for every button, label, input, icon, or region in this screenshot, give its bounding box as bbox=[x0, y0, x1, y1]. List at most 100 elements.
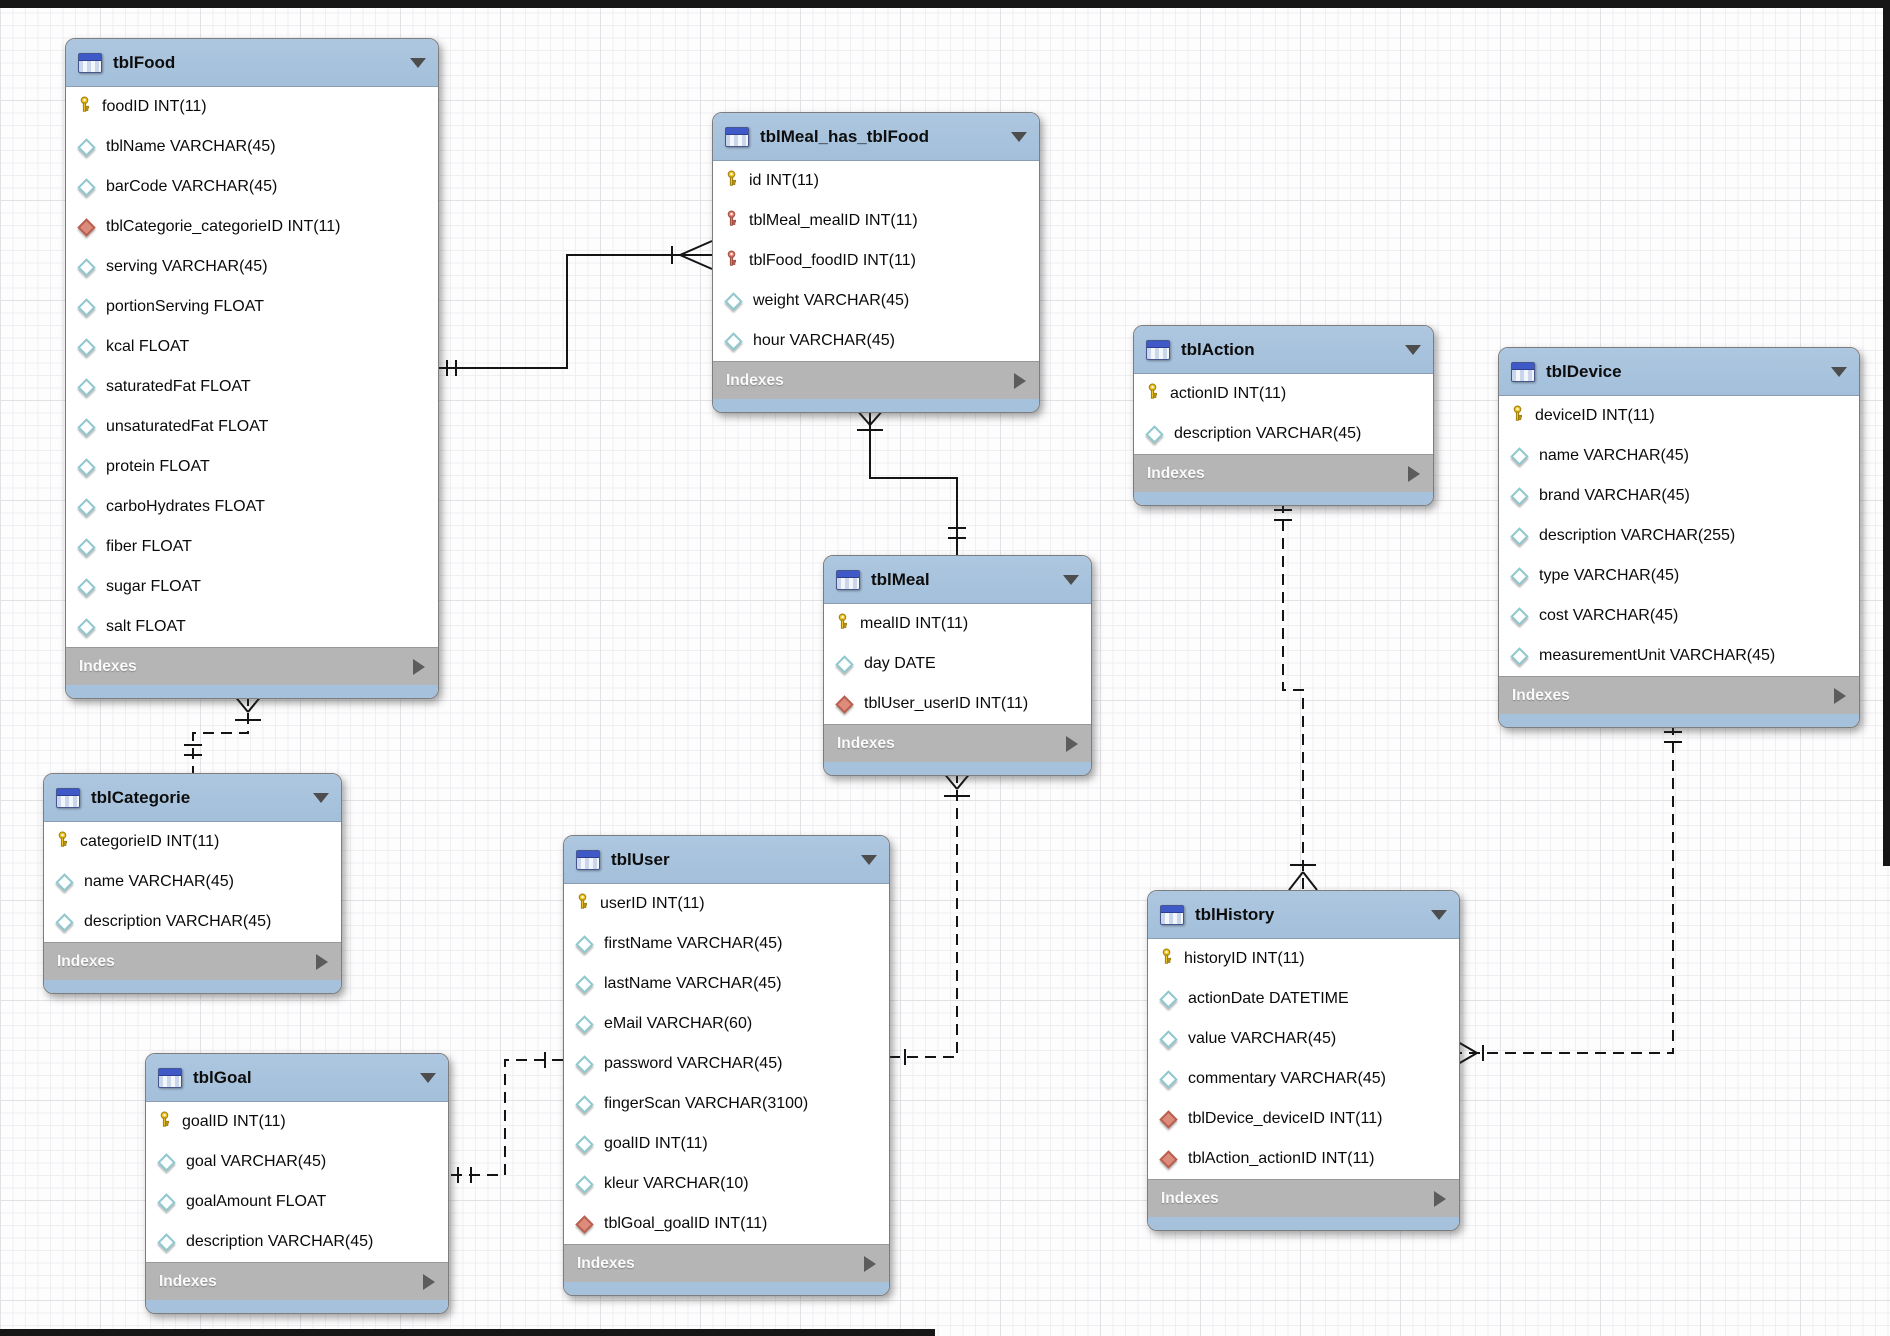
relationship-tblFood-tblMeal_has_tblFood[interactable] bbox=[437, 240, 713, 376]
table-tblFood[interactable]: tblFood foodID INT(11)tblName VARCHAR(45… bbox=[65, 38, 439, 699]
expand-right-icon[interactable] bbox=[864, 1255, 876, 1272]
table-title: tblDevice bbox=[1546, 361, 1622, 381]
table-header[interactable]: tblHistory bbox=[1148, 891, 1459, 939]
table-header[interactable]: tblMeal_has_tblFood bbox=[713, 113, 1039, 161]
field-row: historyID INT(11) bbox=[1148, 939, 1459, 979]
screen-edge-top bbox=[0, 0, 1890, 8]
indexes-bar[interactable]: Indexes bbox=[713, 361, 1039, 399]
indexes-bar[interactable]: Indexes bbox=[564, 1244, 889, 1282]
field-text: description VARCHAR(45) bbox=[1174, 425, 1362, 442]
table-footer-strip bbox=[824, 762, 1091, 775]
indexes-label: Indexes bbox=[577, 1254, 635, 1272]
table-tblGoal[interactable]: tblGoal goalID INT(11)goal VARCHAR(45)go… bbox=[145, 1053, 449, 1314]
table-tblAction[interactable]: tblAction actionID INT(11)description VA… bbox=[1133, 325, 1434, 506]
indexes-bar[interactable]: Indexes bbox=[66, 647, 438, 685]
relationship-tblCategorie-tblFood[interactable] bbox=[184, 694, 263, 773]
foreign-key-diamond-icon bbox=[1159, 1149, 1178, 1169]
field-row: firstName VARCHAR(45) bbox=[564, 924, 889, 964]
relationship-tblUser-tblMeal[interactable] bbox=[888, 771, 972, 1065]
attribute-diamond-icon bbox=[77, 337, 96, 357]
indexes-bar[interactable]: Indexes bbox=[1499, 676, 1859, 714]
field-text: protein FLOAT bbox=[106, 458, 210, 475]
table-tblDevice[interactable]: tblDevice deviceID INT(11)name VARCHAR(4… bbox=[1498, 347, 1860, 728]
field-text: goalAmount FLOAT bbox=[186, 1193, 327, 1210]
relationship-tblDevice-tblHistory[interactable] bbox=[1457, 724, 1682, 1065]
expand-right-icon[interactable] bbox=[1066, 735, 1078, 752]
attribute-diamond-icon bbox=[575, 1014, 594, 1034]
expand-right-icon[interactable] bbox=[413, 658, 425, 675]
field-row: deviceID INT(11) bbox=[1499, 396, 1859, 436]
field-text: actionDate DATETIME bbox=[1188, 990, 1349, 1007]
expand-right-icon[interactable] bbox=[1434, 1190, 1446, 1207]
indexes-bar[interactable]: Indexes bbox=[44, 942, 341, 980]
relationship-tblGoal-tblUser[interactable] bbox=[447, 1052, 563, 1183]
indexes-bar[interactable]: Indexes bbox=[1134, 454, 1433, 492]
field-text: carboHydrates FLOAT bbox=[106, 498, 265, 515]
relationship-tblMeal-tblMeal_has_tblFood[interactable] bbox=[855, 408, 966, 555]
attribute-diamond-icon bbox=[157, 1232, 176, 1252]
table-header[interactable]: tblUser bbox=[564, 836, 889, 884]
table-header[interactable]: tblDevice bbox=[1499, 348, 1859, 396]
table-header[interactable]: tblCategorie bbox=[44, 774, 341, 822]
chevron-down-icon[interactable] bbox=[420, 1072, 436, 1083]
field-text: eMail VARCHAR(60) bbox=[604, 1015, 753, 1032]
expand-right-icon[interactable] bbox=[423, 1273, 435, 1290]
table-tblHistory[interactable]: tblHistory historyID INT(11) actionDate D… bbox=[1147, 890, 1460, 1231]
table-tblUser[interactable]: tblUser userID INT(11) firstName VARCHAR(… bbox=[563, 835, 890, 1296]
field-text: salt FLOAT bbox=[106, 618, 186, 635]
chevron-down-icon[interactable] bbox=[410, 57, 426, 68]
chevron-down-icon[interactable] bbox=[1063, 574, 1079, 585]
field-text: userID INT(11) bbox=[600, 895, 705, 912]
expand-right-icon[interactable] bbox=[1834, 687, 1846, 704]
field-row: sugar FLOAT bbox=[66, 567, 438, 607]
field-row: categorieID INT(11) bbox=[44, 822, 341, 862]
table-header[interactable]: tblGoal bbox=[146, 1054, 448, 1102]
table-tblMeal_has_tblFood[interactable]: tblMeal_has_tblFood id INT(11)tblMeal_me… bbox=[712, 112, 1040, 413]
chevron-down-icon[interactable] bbox=[1831, 366, 1847, 377]
expand-right-icon[interactable] bbox=[1408, 465, 1420, 482]
table-icon bbox=[1146, 339, 1170, 360]
field-row: serving VARCHAR(45) bbox=[66, 247, 438, 287]
field-row: name VARCHAR(45) bbox=[1499, 436, 1859, 476]
indexes-bar[interactable]: Indexes bbox=[824, 724, 1091, 762]
table-header[interactable]: tblFood bbox=[66, 39, 438, 87]
chevron-down-icon[interactable] bbox=[861, 854, 877, 865]
field-text: fingerScan VARCHAR(3100) bbox=[604, 1095, 809, 1112]
indexes-label: Indexes bbox=[1512, 686, 1570, 704]
expand-right-icon[interactable] bbox=[316, 953, 328, 970]
primary-key-icon bbox=[54, 831, 71, 853]
field-text: day DATE bbox=[864, 655, 936, 672]
chevron-down-icon[interactable] bbox=[1011, 131, 1027, 142]
table-header[interactable]: tblMeal bbox=[824, 556, 1091, 604]
chevron-down-icon[interactable] bbox=[313, 792, 329, 803]
table-header[interactable]: tblAction bbox=[1134, 326, 1433, 374]
chevron-down-icon[interactable] bbox=[1431, 909, 1447, 920]
field-text: description VARCHAR(45) bbox=[186, 1233, 374, 1250]
expand-right-icon[interactable] bbox=[1014, 372, 1026, 389]
field-row: type VARCHAR(45) bbox=[1499, 556, 1859, 596]
field-row: goalAmount FLOAT bbox=[146, 1182, 448, 1222]
chevron-down-icon[interactable] bbox=[1405, 344, 1421, 355]
relationship-tblAction-tblHistory[interactable] bbox=[1274, 502, 1318, 891]
field-row: kleur VARCHAR(10) bbox=[564, 1164, 889, 1204]
table-icon bbox=[158, 1067, 182, 1088]
field-text: type VARCHAR(45) bbox=[1539, 567, 1680, 584]
field-text: kcal FLOAT bbox=[106, 338, 190, 355]
field-text: name VARCHAR(45) bbox=[84, 873, 234, 890]
field-text: brand VARCHAR(45) bbox=[1539, 487, 1690, 504]
table-icon bbox=[78, 52, 102, 73]
attribute-diamond-icon bbox=[1510, 646, 1529, 666]
table-tblCategorie[interactable]: tblCategorie categorieID INT(11) name VAR… bbox=[43, 773, 342, 994]
table-footer-strip bbox=[713, 399, 1039, 412]
field-text: tblAction_actionID INT(11) bbox=[1188, 1150, 1375, 1167]
indexes-bar[interactable]: Indexes bbox=[146, 1262, 448, 1300]
field-row: description VARCHAR(45) bbox=[1134, 414, 1433, 454]
primary-key-icon bbox=[574, 893, 591, 915]
field-text: firstName VARCHAR(45) bbox=[604, 935, 783, 952]
indexes-bar[interactable]: Indexes bbox=[1148, 1179, 1459, 1217]
indexes-label: Indexes bbox=[159, 1272, 217, 1290]
field-text: mealID INT(11) bbox=[860, 615, 969, 632]
field-text: tblDevice_deviceID INT(11) bbox=[1188, 1110, 1383, 1127]
